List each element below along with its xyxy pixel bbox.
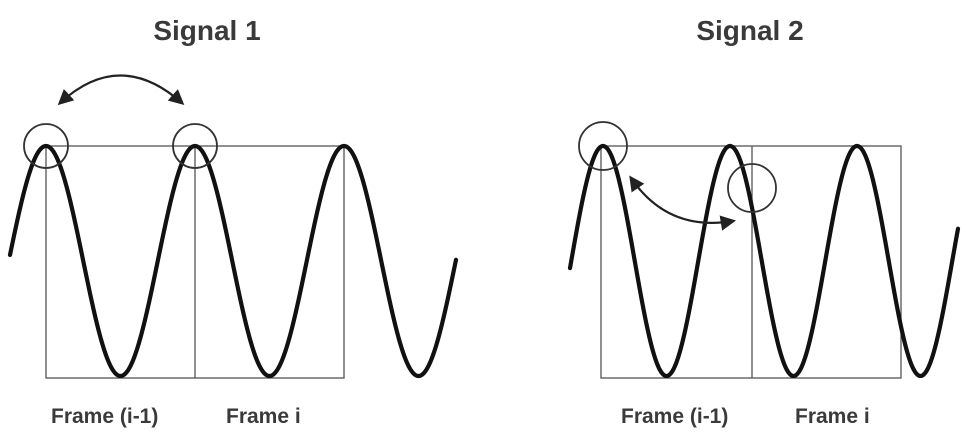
signal-1-frame-prev-label: Frame (i-1) — [51, 405, 158, 428]
signal-2-waveform — [567, 143, 961, 379]
signal-1-peak-marker-left — [23, 123, 69, 169]
signal-1-peak-marker-right — [172, 123, 218, 169]
signal-2-frame-curr-label: Frame i — [795, 405, 870, 428]
signal-2-comparison-arrow — [629, 175, 737, 231]
signal-2-frame-prev-label: Frame (i-1) — [621, 405, 728, 428]
signal-2-peak-marker-left — [578, 121, 628, 171]
signal-2-frame-box — [600, 145, 902, 379]
signal-1-waveform — [7, 143, 459, 379]
signal-1-comparison-arrow — [57, 74, 185, 106]
signal-2-title: Signal 2 — [696, 15, 803, 46]
signal-1-title: Signal 1 — [153, 15, 260, 46]
signal-1-panel: Signal 1 Frame (i-1) Frame i — [7, 15, 459, 428]
signal-1-frame-curr-label: Frame i — [226, 405, 301, 428]
signal-2-panel: Signal 2 Frame (i-1) Frame i — [567, 15, 961, 428]
